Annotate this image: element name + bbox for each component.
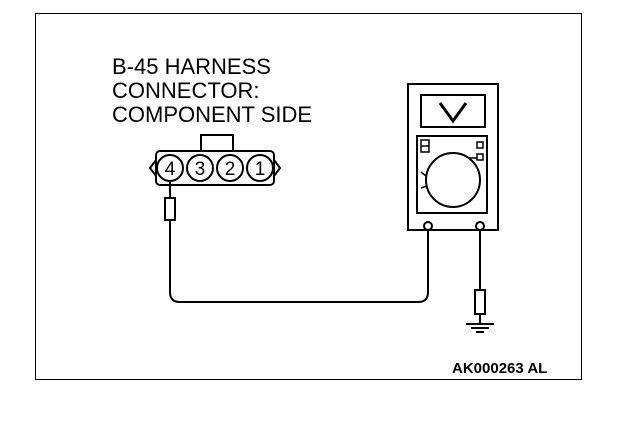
pin-label-2: 2	[225, 159, 236, 180]
connector-title-line-2: CONNECTOR:	[112, 78, 260, 103]
connector-title-line-1: B-45 HARNESS	[112, 54, 271, 79]
connector-title-line-3: COMPONENT SIDE	[112, 102, 313, 127]
diagram-frame	[35, 13, 582, 380]
connector-pin-2	[216, 154, 244, 182]
voltmeter	[407, 83, 499, 231]
harness-connector	[148, 134, 282, 186]
probe-lead	[164, 181, 429, 303]
ground-lead	[466, 230, 494, 333]
pin-label-1: 1	[255, 159, 266, 180]
pin-label-4: 4	[165, 159, 176, 180]
reference-code: AK000263 AL	[452, 360, 548, 377]
pin-label-3: 3	[195, 159, 206, 180]
terminal-com	[423, 221, 433, 231]
terminal-volt	[475, 221, 485, 231]
connector-pin-3	[186, 154, 214, 182]
volt-symbol	[438, 102, 468, 124]
connector-pin-1	[246, 154, 274, 182]
selector-dial	[425, 152, 481, 208]
